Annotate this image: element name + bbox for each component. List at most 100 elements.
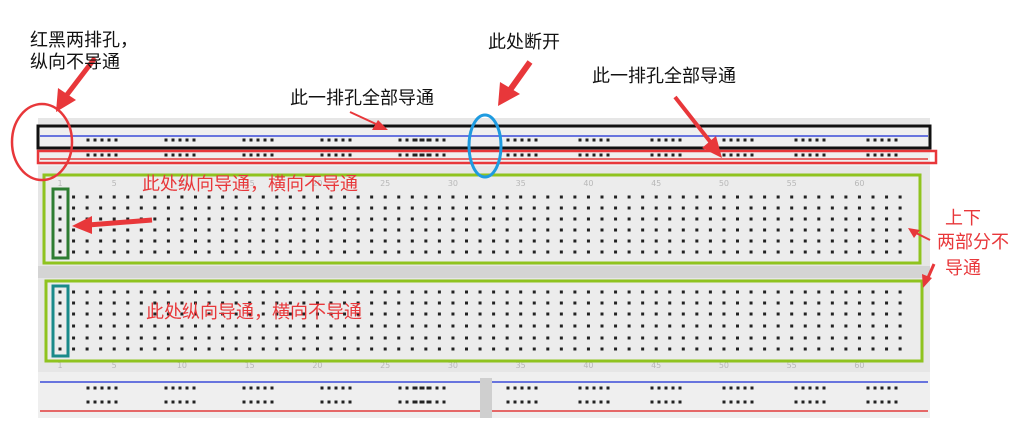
rail-hole	[426, 386, 430, 390]
rail-hole	[398, 400, 402, 404]
terminal-hole	[586, 250, 590, 254]
terminal-hole	[383, 195, 387, 199]
terminal-hole	[315, 347, 319, 351]
terminal-hole	[763, 195, 767, 199]
rail-hole	[678, 386, 682, 390]
terminal-hole	[383, 239, 387, 243]
column-number: 1	[57, 179, 62, 188]
rail-hole	[678, 138, 682, 142]
rail-hole	[743, 138, 747, 142]
terminal-hole	[749, 290, 753, 294]
terminal-hole	[546, 312, 550, 316]
rail-hole	[743, 386, 747, 390]
terminal-hole	[234, 250, 238, 254]
terminal-hole	[898, 228, 902, 232]
terminal-hole	[492, 217, 496, 221]
terminal-hole	[112, 347, 116, 351]
terminal-hole	[857, 290, 861, 294]
rail-hole	[270, 153, 274, 157]
terminal-hole	[126, 228, 130, 232]
rail-hole	[736, 153, 740, 157]
rail-hole	[100, 153, 104, 157]
terminal-hole	[397, 217, 401, 221]
rail-hole	[171, 386, 175, 390]
rail-hole	[405, 386, 409, 390]
terminal-hole	[627, 239, 631, 243]
rail-hole	[426, 400, 430, 404]
terminal-hole	[248, 324, 252, 328]
rail-hole	[578, 386, 582, 390]
rail-hole	[185, 153, 189, 157]
terminal-hole	[492, 301, 496, 305]
terminal-hole	[627, 301, 631, 305]
terminal-hole	[898, 217, 902, 221]
terminal-hole	[72, 301, 76, 305]
terminal-hole	[546, 290, 550, 294]
terminal-hole	[519, 239, 523, 243]
terminal-hole	[763, 217, 767, 221]
terminal-hole	[695, 312, 699, 316]
rail-hole	[327, 400, 331, 404]
rail-hole	[164, 400, 168, 404]
rail-hole	[722, 138, 726, 142]
terminal-hole	[424, 206, 428, 210]
terminal-hole	[722, 228, 726, 232]
terminal-hole	[139, 336, 143, 340]
rail-hole	[722, 400, 726, 404]
rail-hole	[421, 386, 425, 390]
rail-hole	[513, 386, 517, 390]
terminal-hole	[261, 312, 265, 316]
rail-hole	[398, 138, 402, 142]
terminal-hole	[492, 239, 496, 243]
rail-hole	[398, 153, 402, 157]
rail-hole	[426, 138, 430, 142]
rail-hole	[880, 386, 884, 390]
arrow-upper-column	[87, 217, 153, 228]
terminal-hole	[641, 290, 645, 294]
terminal-hole	[857, 336, 861, 340]
terminal-hole	[343, 290, 347, 294]
terminal-hole	[817, 239, 821, 243]
rail-hole	[412, 153, 416, 157]
terminal-hole	[288, 206, 292, 210]
terminal-hole	[641, 324, 645, 328]
terminal-hole	[343, 336, 347, 340]
rail-hole	[270, 386, 274, 390]
terminal-hole	[857, 301, 861, 305]
terminal-hole	[749, 195, 753, 199]
terminal-hole	[356, 301, 360, 305]
terminal-hole	[695, 228, 699, 232]
rail-hole	[606, 400, 610, 404]
terminal-hole	[221, 290, 225, 294]
terminal-hole	[126, 206, 130, 210]
terminal-hole	[288, 301, 292, 305]
terminal-hole	[641, 250, 645, 254]
terminal-hole	[695, 324, 699, 328]
terminal-hole	[708, 301, 712, 305]
rail-hole	[678, 153, 682, 157]
terminal-hole	[871, 347, 875, 351]
terminal-hole	[803, 250, 807, 254]
terminal-hole	[763, 324, 767, 328]
terminal-hole	[58, 206, 62, 210]
terminal-hole	[112, 312, 116, 316]
terminal-hole	[166, 301, 170, 305]
terminal-hole	[708, 312, 712, 316]
terminal-hole	[437, 217, 441, 221]
terminal-hole	[85, 347, 89, 351]
terminal-hole	[776, 217, 780, 221]
terminal-hole	[343, 312, 347, 316]
terminal-hole	[708, 228, 712, 232]
terminal-hole	[112, 250, 116, 254]
terminal-hole	[573, 324, 577, 328]
terminal-hole	[871, 228, 875, 232]
rail-circle	[10, 102, 74, 182]
terminal-hole	[763, 250, 767, 254]
rail-hole	[592, 400, 596, 404]
terminal-hole	[288, 250, 292, 254]
terminal-hole	[261, 250, 265, 254]
terminal-hole	[817, 347, 821, 351]
terminal-hole	[383, 336, 387, 340]
terminal-hole	[573, 239, 577, 243]
terminal-hole	[166, 206, 170, 210]
